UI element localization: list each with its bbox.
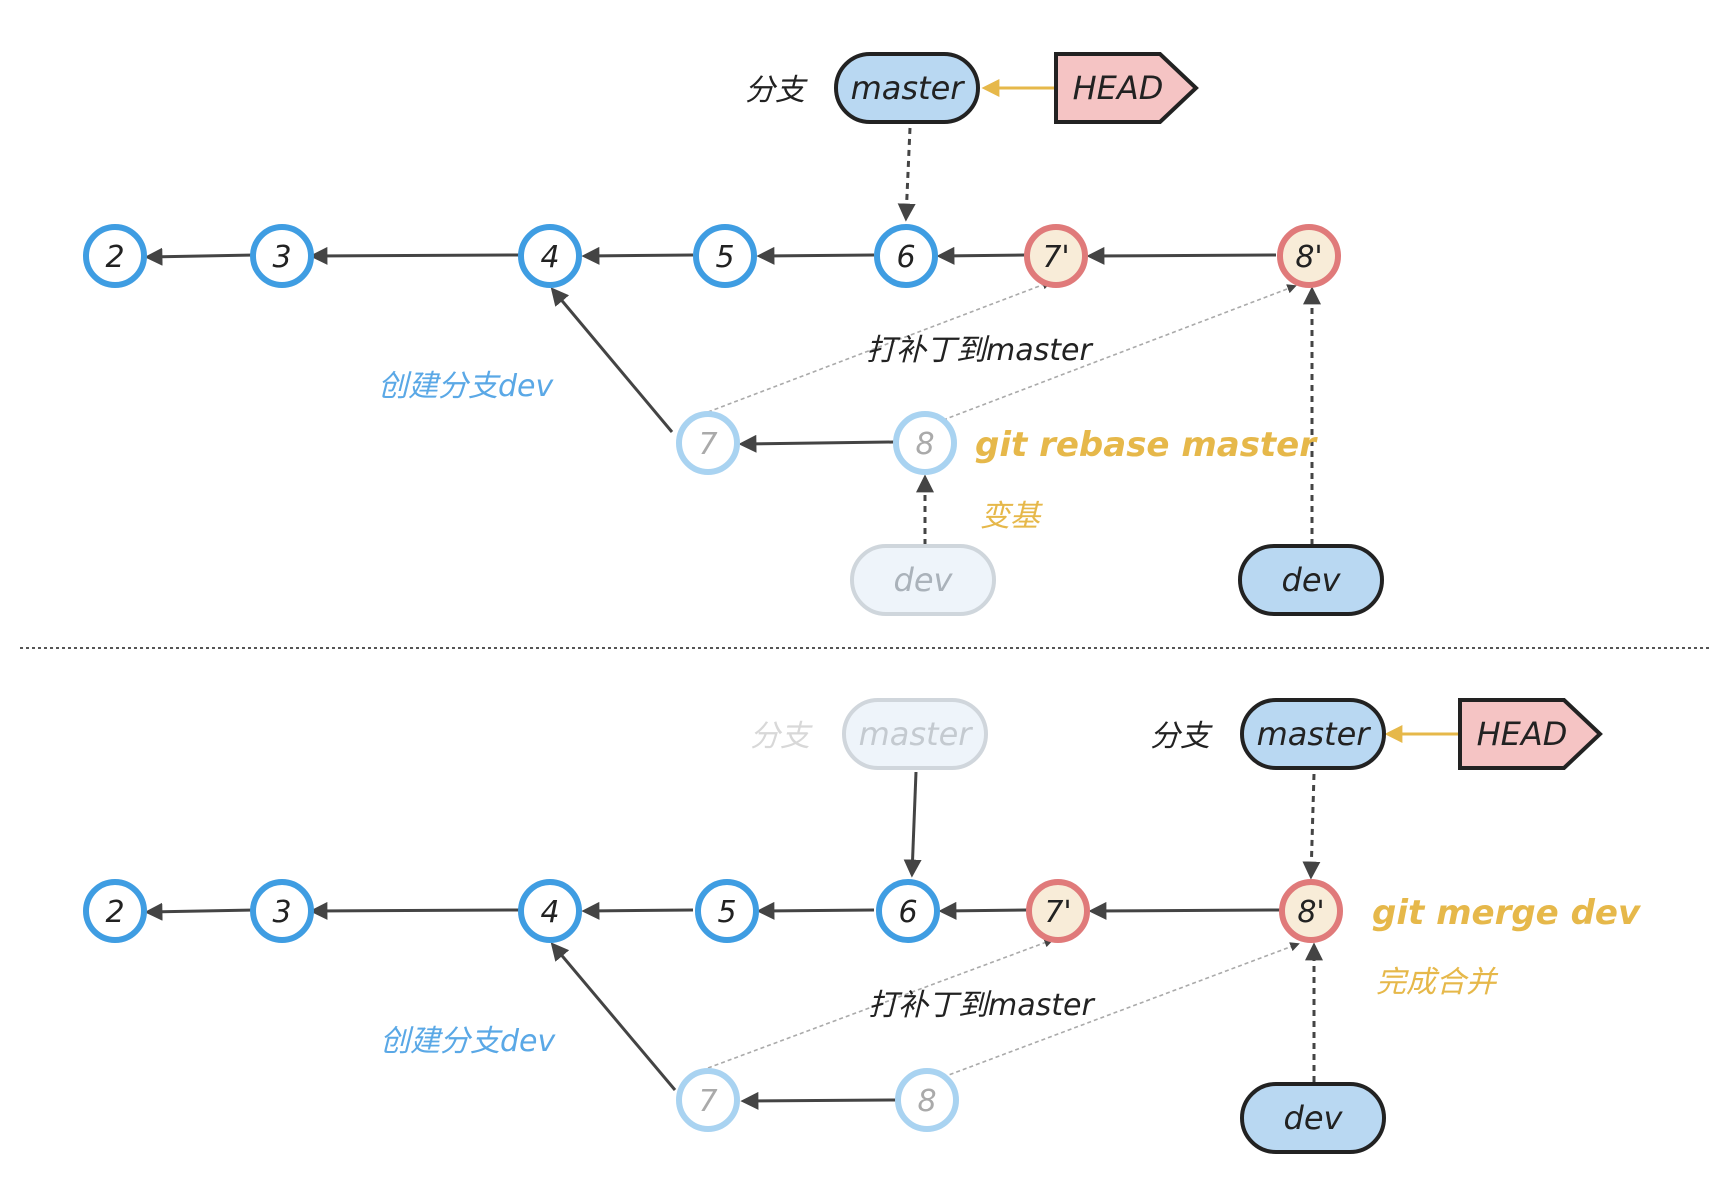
svg-text:5: 5 (717, 895, 736, 930)
top-patch-label: 打补丁到master (866, 333, 1093, 368)
bottom-desc-label: 完成合并 (1376, 965, 1499, 1000)
svg-text:7: 7 (698, 427, 717, 462)
svg-text:3: 3 (272, 895, 291, 930)
svg-text:dev: dev (894, 561, 954, 599)
svg-text:8': 8' (1297, 895, 1324, 930)
bottom-master-old-pointer (903, 771, 922, 878)
top-arrow-7-4 (550, 287, 674, 433)
bottom-arrow-8-7 (740, 1091, 897, 1110)
svg-text:7': 7' (1044, 895, 1071, 930)
bottom-arrow-7p-6 (938, 901, 1028, 920)
bottom-arrow-3-2 (144, 902, 256, 921)
bottom-arrow-6-5 (756, 901, 875, 920)
top-head-label: HEAD (1054, 52, 1199, 124)
bottom-commit-8-prime: 8' (1279, 879, 1343, 943)
top-commit-5: 5 (693, 224, 757, 288)
svg-text:master: master (851, 69, 966, 107)
bottom-commit-3: 3 (250, 879, 314, 943)
bottom-arrow-5-4 (581, 901, 694, 920)
bottom-commit-7-old: 7 (676, 1068, 740, 1132)
top-arrow-4-3 (309, 246, 521, 265)
top-master-pointer (897, 127, 916, 222)
top-dev-branch-old: dev (850, 544, 996, 616)
top-arrow-3-2 (144, 247, 256, 266)
top-commit-7-prime: 7' (1024, 224, 1088, 288)
bottom-commit-5: 5 (695, 879, 759, 943)
bottom-patch-line-7 (707, 938, 1054, 1069)
bottom-master-branch: master (1240, 698, 1386, 770)
svg-text:master: master (1257, 715, 1372, 753)
top-commit-8-old: 8 (893, 411, 957, 475)
top-commit-2: 2 (83, 224, 147, 288)
bottom-branch-prefix: 分支 (1150, 719, 1213, 754)
svg-text:8': 8' (1295, 240, 1322, 275)
top-arrow-8p-7p (1086, 246, 1277, 265)
svg-text:8: 8 (915, 427, 934, 462)
top-arrow-8-7 (738, 434, 895, 453)
bottom-patch-label: 打补丁到master (868, 988, 1095, 1023)
svg-text:2: 2 (105, 895, 124, 930)
bottom-head-label: HEAD (1458, 698, 1603, 770)
bottom-commit-8-old: 8 (895, 1068, 959, 1132)
svg-text:8: 8 (917, 1084, 936, 1119)
top-commit-8-prime: 8' (1277, 224, 1341, 288)
bottom-commit-4: 4 (518, 879, 582, 943)
top-master-branch: master (834, 52, 980, 124)
bottom-panel: 2 3 4 5 6 7' 8' 7 (83, 698, 1642, 1154)
bottom-commit-7-prime: 7' (1026, 879, 1090, 943)
bottom-commit-2: 2 (83, 879, 147, 943)
top-arrow-7p-6 (936, 246, 1026, 265)
top-commit-7-old: 7 (676, 411, 740, 475)
svg-text:3: 3 (272, 240, 291, 275)
bottom-branch-prefix-old: 分支 (750, 719, 813, 754)
top-command-label: git rebase master (975, 425, 1318, 465)
bottom-command-label: git merge dev (1372, 893, 1642, 933)
bottom-commit-6: 6 (876, 879, 940, 943)
top-panel: 2 3 4 5 6 7' 8' 7 (83, 52, 1384, 616)
svg-text:HEAD: HEAD (1477, 715, 1568, 753)
bottom-patch-line-8 (929, 942, 1300, 1083)
bottom-arrow-8p-7p (1088, 901, 1281, 920)
svg-text:HEAD: HEAD (1073, 69, 1164, 107)
bottom-master-pointer (1302, 773, 1321, 880)
svg-text:6: 6 (898, 895, 917, 930)
top-patch-line-7 (707, 280, 1052, 413)
svg-text:7': 7' (1042, 240, 1069, 275)
svg-text:2: 2 (105, 240, 124, 275)
top-branch-prefix: 分支 (745, 73, 808, 108)
top-commit-6: 6 (874, 224, 938, 288)
svg-text:5: 5 (715, 240, 734, 275)
svg-text:4: 4 (540, 240, 559, 275)
top-create-branch-label: 创建分支dev (378, 369, 554, 404)
svg-text:dev: dev (1284, 1099, 1344, 1137)
svg-text:master: master (859, 715, 974, 753)
svg-text:7: 7 (698, 1084, 717, 1119)
bottom-arrow-4-3 (309, 901, 521, 920)
bottom-create-branch-label: 创建分支dev (380, 1024, 556, 1059)
top-arrow-6-5 (756, 246, 875, 265)
bottom-dev-branch: dev (1240, 1082, 1386, 1154)
top-commit-4: 4 (518, 224, 582, 288)
bottom-master-branch-old: master (842, 698, 988, 770)
svg-text:4: 4 (540, 895, 559, 930)
svg-text:6: 6 (896, 240, 915, 275)
top-desc-label: 变基 (980, 499, 1043, 534)
bottom-arrow-7-4 (550, 942, 677, 1091)
top-arrow-5-4 (581, 246, 694, 265)
top-commit-3: 3 (250, 224, 314, 288)
top-patch-line-8 (929, 284, 1297, 426)
svg-text:dev: dev (1282, 561, 1342, 599)
top-dev-branch-new: dev (1238, 544, 1384, 616)
